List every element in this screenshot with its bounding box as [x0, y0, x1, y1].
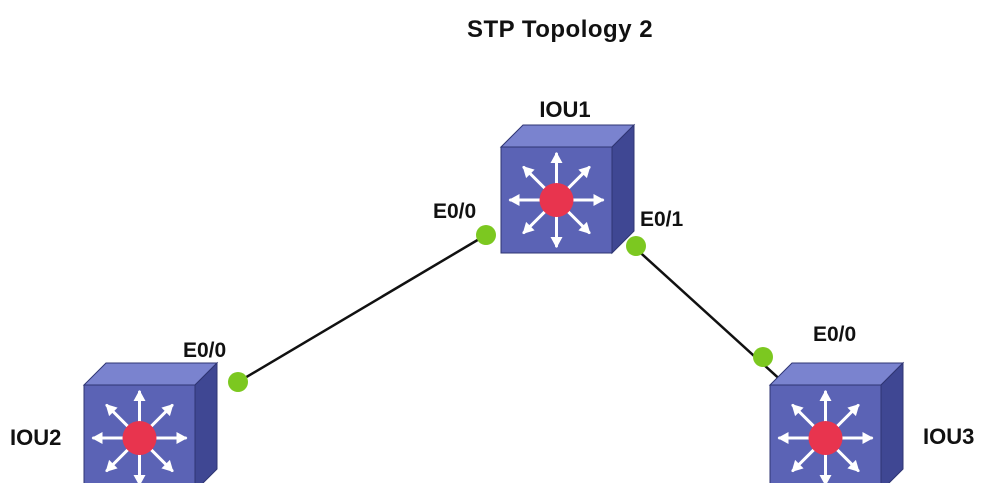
port-iou3-e0-0[interactable]	[753, 347, 773, 367]
port-iou2-e0-0[interactable]	[228, 372, 248, 392]
device-label-iou2: IOU2	[10, 425, 61, 450]
port-iou1-e0-0[interactable]	[476, 225, 496, 245]
switch-iou1[interactable]	[499, 123, 636, 255]
switch-iou3[interactable]	[768, 361, 905, 483]
multilayer-switch-icon	[768, 361, 905, 483]
multilayer-switch-icon	[82, 361, 219, 483]
port-label-iou1-e0-1: E0/1	[640, 208, 684, 231]
port-label-iou2-e0-0: E0/0	[183, 339, 226, 362]
diagram-title: STP Topology 2	[467, 16, 653, 43]
multilayer-switch-icon	[499, 123, 636, 255]
link-iou1-iou2[interactable]	[237, 233, 487, 384]
device-label-iou3: IOU3	[923, 424, 974, 449]
port-iou1-e0-1[interactable]	[626, 236, 646, 256]
switch-iou2[interactable]	[82, 361, 219, 483]
port-label-iou3-e0-0: E0/0	[813, 323, 856, 346]
device-label-iou1: IOU1	[539, 97, 590, 122]
port-label-iou1-e0-0: E0/0	[433, 200, 476, 223]
